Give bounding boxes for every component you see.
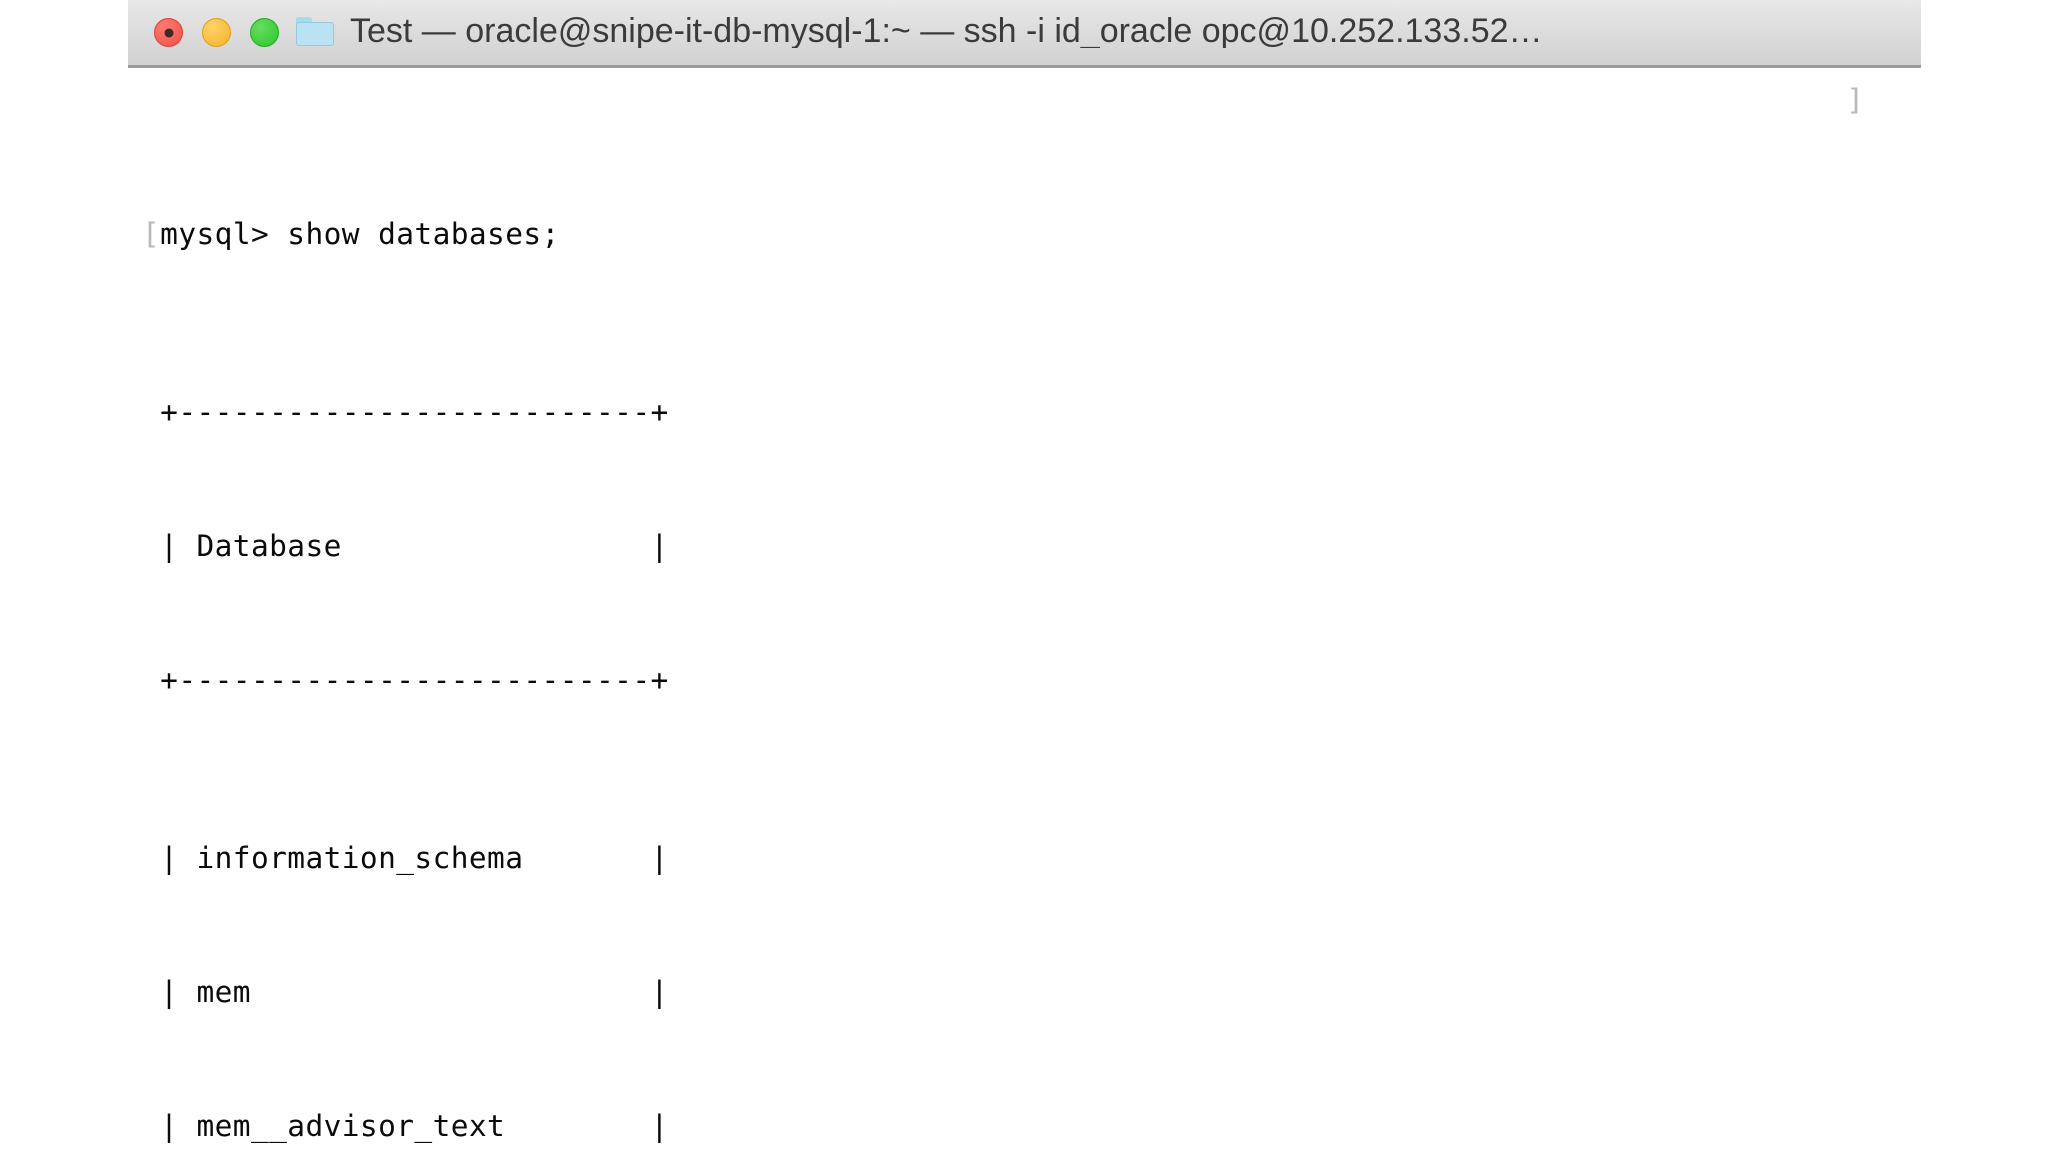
prompt-bracket-close: ] <box>1846 83 1864 117</box>
prompt-bracket-open: [ <box>142 216 161 251</box>
terminal-text: [mysql> show databases; +---------------… <box>128 78 1921 1152</box>
table-row: | information_schema | <box>142 841 669 876</box>
table-top-border: +--------------------------+ <box>142 395 669 430</box>
minimize-button-icon[interactable] <box>202 18 231 47</box>
terminal-window: Test — oracle@snipe-it-db-mysql-1:~ — ss… <box>128 0 1921 1152</box>
command-line: [mysql> show databases; <box>142 212 1921 257</box>
terminal-output-area[interactable]: ] [mysql> show databases; +-------------… <box>128 68 1921 1152</box>
window-title: Test — oracle@snipe-it-db-mysql-1:~ — ss… <box>350 14 1543 48</box>
folder-icon <box>296 16 334 46</box>
table-header-row: | Database | <box>142 528 669 563</box>
close-button-icon[interactable] <box>154 18 183 47</box>
maximize-button-icon[interactable] <box>250 18 279 47</box>
table-header-border: +--------------------------+ <box>142 662 669 697</box>
table-row: | mem | <box>142 974 669 1009</box>
window-title-container: Test — oracle@snipe-it-db-mysql-1:~ — ss… <box>128 0 1921 62</box>
command-text: mysql> show databases; <box>160 216 560 251</box>
traffic-light-group <box>154 18 279 47</box>
window-title-bar[interactable]: Test — oracle@snipe-it-db-mysql-1:~ — ss… <box>128 0 1921 68</box>
table-row: | mem__advisor_text | <box>142 1108 669 1143</box>
